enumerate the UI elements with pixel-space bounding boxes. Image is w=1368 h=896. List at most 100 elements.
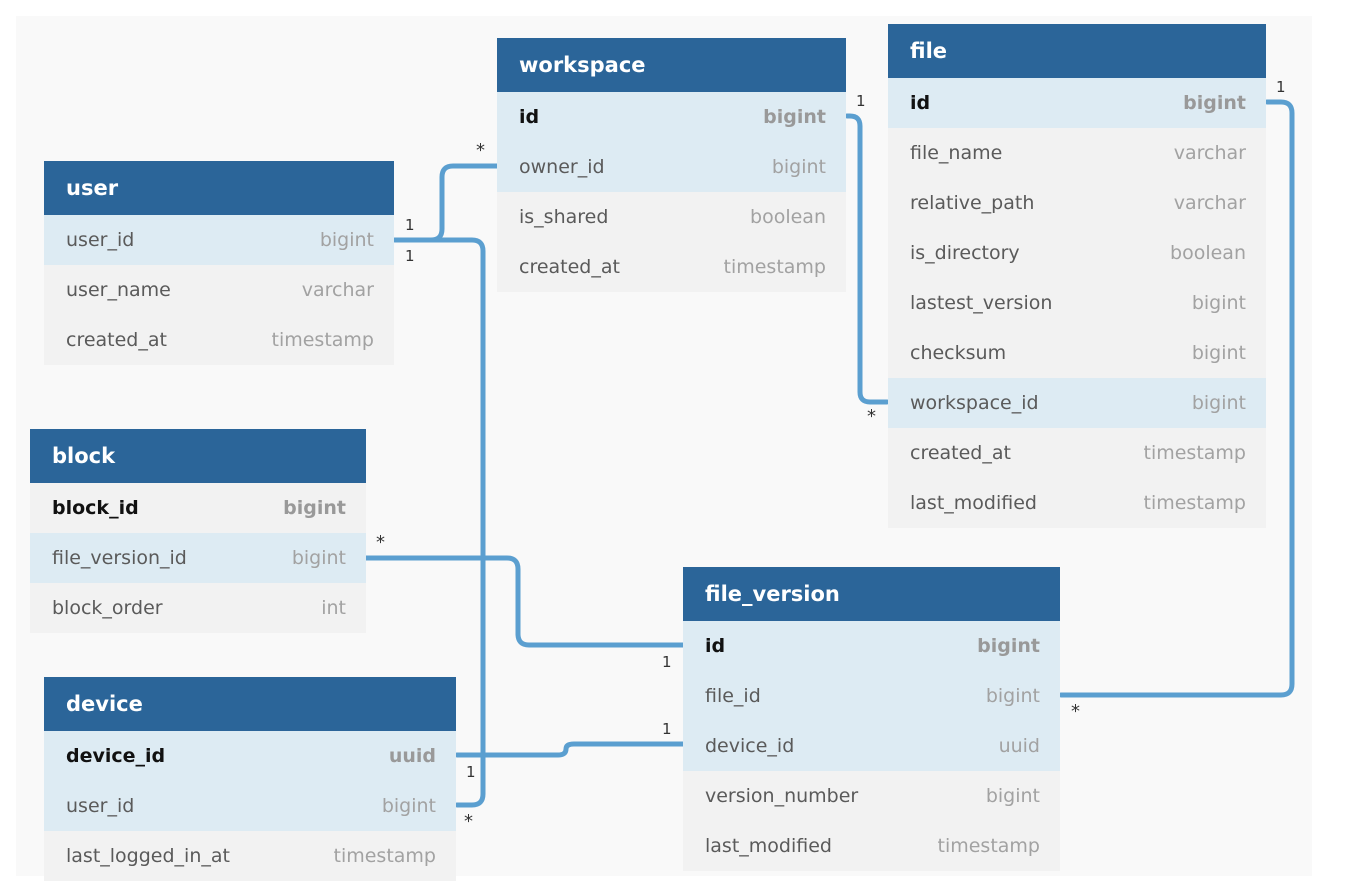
cardinality-label: 1 (405, 247, 415, 265)
table-header[interactable]: device (44, 677, 456, 731)
cardinality-label: 1 (662, 653, 672, 671)
table-header[interactable]: block (30, 429, 366, 483)
cardinality-label: 1 (405, 216, 415, 234)
table-row[interactable]: version_number bigint (683, 771, 1060, 821)
table-row[interactable]: created_at timestamp (44, 315, 394, 365)
table-file-version[interactable]: file_version id bigint file_id bigint de… (683, 567, 1060, 871)
column-name: owner_id (519, 156, 605, 178)
column-type: boolean (750, 206, 826, 228)
cardinality-label: * (376, 532, 385, 553)
column-name: id (910, 92, 931, 114)
table-row[interactable]: lastest_version bigint (888, 278, 1266, 328)
column-type: uuid (998, 735, 1040, 757)
column-name: created_at (66, 329, 167, 351)
table-row[interactable]: block_id bigint (30, 483, 366, 533)
column-type: timestamp (723, 256, 827, 278)
table-row[interactable]: block_order int (30, 583, 366, 633)
table-row[interactable]: last_modified timestamp (888, 478, 1266, 528)
column-name: is_shared (519, 206, 609, 228)
column-type: bigint (771, 156, 826, 178)
column-name: created_at (910, 442, 1011, 464)
table-block[interactable]: block block_id bigint file_version_id bi… (30, 429, 366, 633)
column-name: version_number (705, 785, 859, 807)
column-type: bigint (283, 497, 346, 519)
column-name: device_id (705, 735, 795, 757)
column-type: bigint (763, 106, 826, 128)
column-name: file_version_id (52, 547, 187, 569)
table-row[interactable]: created_at timestamp (497, 242, 846, 292)
table-row[interactable]: id bigint (497, 92, 846, 142)
table-row[interactable]: device_id uuid (683, 721, 1060, 771)
table-row[interactable]: last_logged_in_at timestamp (44, 831, 456, 881)
cardinality-label: * (867, 406, 876, 427)
column-type: varchar (1173, 192, 1246, 214)
cardinality-label: 1 (662, 720, 672, 738)
table-row[interactable]: last_modified timestamp (683, 821, 1060, 871)
table-header[interactable]: user (44, 161, 394, 215)
table-header[interactable]: workspace (497, 38, 846, 92)
table-row[interactable]: file_version_id bigint (30, 533, 366, 583)
column-type: bigint (977, 635, 1040, 657)
column-type: bigint (1183, 92, 1246, 114)
column-type: int (321, 597, 346, 619)
column-name: block_order (52, 597, 163, 619)
column-type: timestamp (333, 845, 437, 867)
column-type: bigint (319, 229, 374, 251)
table-row[interactable]: is_directory boolean (888, 228, 1266, 278)
column-type: bigint (381, 795, 436, 817)
column-type: bigint (985, 785, 1040, 807)
table-row[interactable]: checksum bigint (888, 328, 1266, 378)
table-row[interactable]: relative_path varchar (888, 178, 1266, 228)
table-row[interactable]: created_at timestamp (888, 428, 1266, 478)
column-type: timestamp (1143, 442, 1247, 464)
column-name: user_id (66, 229, 135, 251)
table-row[interactable]: workspace_id bigint (888, 378, 1266, 428)
table-row[interactable]: file_name varchar (888, 128, 1266, 178)
column-type: boolean (1170, 242, 1246, 264)
column-type: bigint (985, 685, 1040, 707)
cardinality-label: * (1071, 701, 1080, 722)
column-type: bigint (1191, 392, 1246, 414)
table-file[interactable]: file id bigint file_name varchar relativ… (888, 24, 1266, 528)
column-type: varchar (1173, 142, 1246, 164)
column-name: user_name (66, 279, 171, 301)
table-row[interactable]: file_id bigint (683, 671, 1060, 721)
column-type: bigint (1191, 292, 1246, 314)
table-row[interactable]: device_id uuid (44, 731, 456, 781)
table-row[interactable]: owner_id bigint (497, 142, 846, 192)
table-row[interactable]: user_name varchar (44, 265, 394, 315)
table-row[interactable]: user_id bigint (44, 781, 456, 831)
column-type: varchar (301, 279, 374, 301)
column-name: last_logged_in_at (66, 845, 230, 867)
column-type: timestamp (937, 835, 1041, 857)
column-type: bigint (1191, 342, 1246, 364)
column-name: last_modified (705, 835, 832, 857)
cardinality-label: * (476, 140, 485, 161)
table-row[interactable]: id bigint (683, 621, 1060, 671)
column-name: relative_path (910, 192, 1035, 214)
table-row[interactable]: user_id bigint (44, 215, 394, 265)
column-type: timestamp (1143, 492, 1247, 514)
column-name: created_at (519, 256, 620, 278)
column-type: timestamp (271, 329, 375, 351)
table-device[interactable]: device device_id uuid user_id bigint las… (44, 677, 456, 881)
column-name: last_modified (910, 492, 1037, 514)
column-name: file_name (910, 142, 1003, 164)
cardinality-label: * (464, 811, 473, 832)
table-workspace[interactable]: workspace id bigint owner_id bigint is_s… (497, 38, 846, 292)
column-name: id (519, 106, 540, 128)
table-row[interactable]: is_shared boolean (497, 192, 846, 242)
column-name: workspace_id (910, 392, 1039, 414)
table-header[interactable]: file_version (683, 567, 1060, 621)
cardinality-label: 1 (856, 92, 866, 110)
cardinality-label: 1 (1276, 78, 1286, 96)
column-type: bigint (291, 547, 346, 569)
column-name: block_id (52, 497, 139, 519)
column-type: uuid (388, 745, 436, 767)
column-name: lastest_version (910, 292, 1053, 314)
table-row[interactable]: id bigint (888, 78, 1266, 128)
column-name: is_directory (910, 242, 1020, 264)
table-header[interactable]: file (888, 24, 1266, 78)
table-user[interactable]: user user_id bigint user_name varchar cr… (44, 161, 394, 365)
column-name: checksum (910, 342, 1007, 364)
